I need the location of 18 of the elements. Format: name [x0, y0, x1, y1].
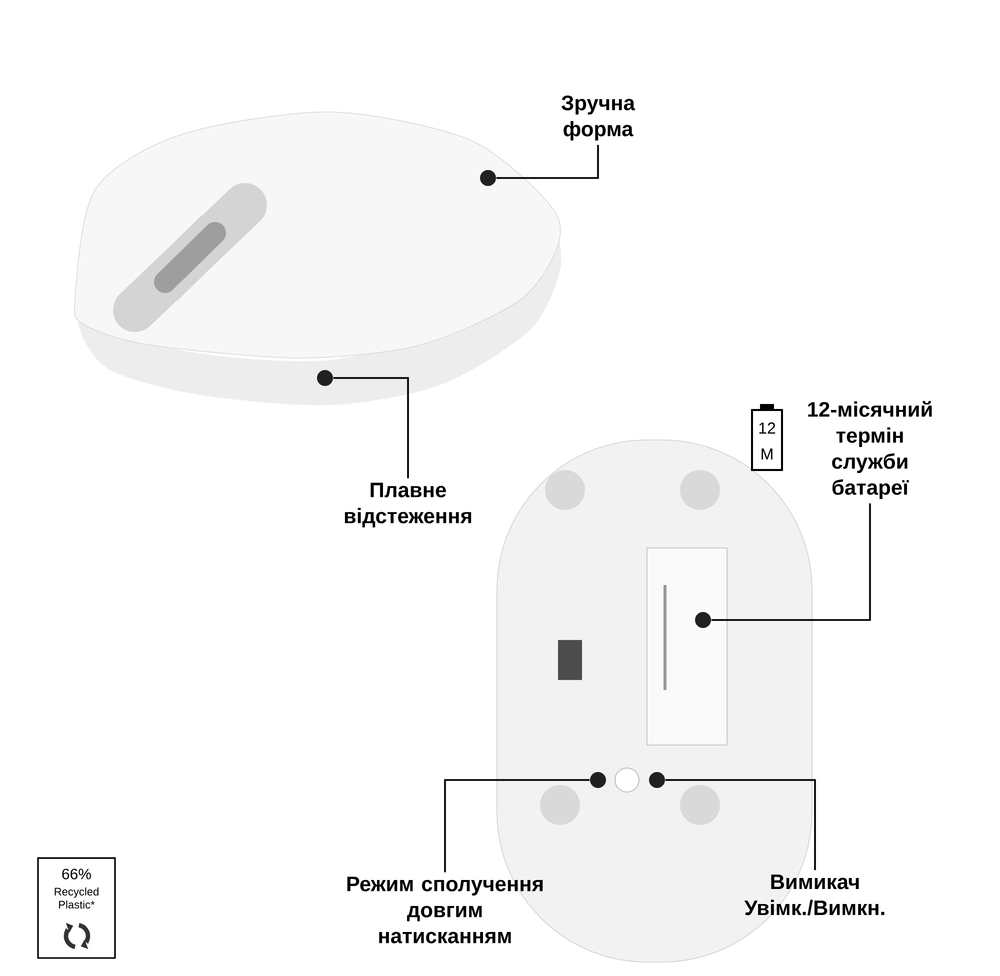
battery-label: М: [762, 448, 772, 460]
leader-line: [444, 779, 590, 872]
callout-text: Зручна форма: [562, 96, 636, 141]
leader-line: [665, 779, 816, 870]
leader-line: [496, 144, 599, 179]
callout-text: Режим сполучення довгим натисканням: [347, 876, 543, 944]
callout-text: 12-місячний термін служби батареї: [808, 401, 932, 499]
leader-line: [711, 503, 871, 621]
leader-line: [333, 377, 409, 478]
callout-dot: [695, 612, 711, 628]
callout-text: Вимикач Увімк./Вимкн.: [744, 874, 884, 916]
callout-dot: [590, 772, 606, 788]
callout-dot: [649, 772, 665, 788]
recycled-badge: 66% Recycled Plastic*: [37, 857, 116, 959]
battery-label: 12: [759, 422, 776, 434]
callout-dot: [317, 370, 333, 386]
callout-dot: [480, 170, 496, 186]
callout-text: Плавне відстеження: [344, 482, 472, 528]
